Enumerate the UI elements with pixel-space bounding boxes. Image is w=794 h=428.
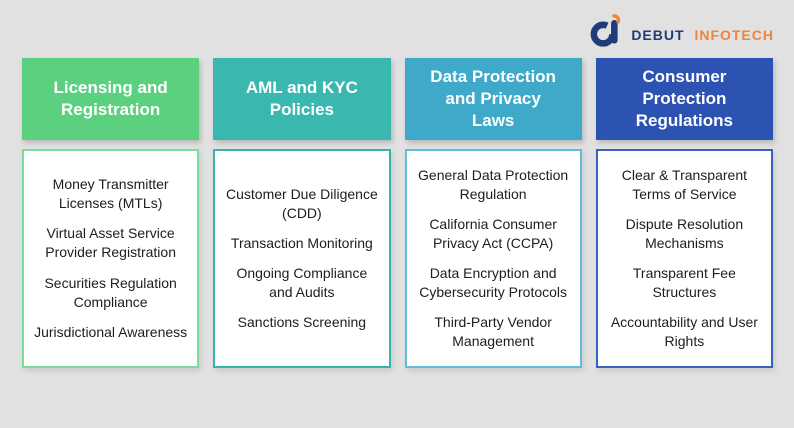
column-aml-and-kyc-policies: AML and KYC Policies Customer Due Dilige… [213, 58, 391, 368]
list-item: Data Encryption and Cybersecurity Protoc… [419, 265, 568, 301]
list-item: Money Transmitter Licenses (MTLs) [52, 176, 169, 212]
column-header: AML and KYC Policies [213, 58, 391, 140]
list-item: Transaction Monitoring [230, 234, 373, 251]
list-item: Accountability and User Rights [610, 314, 758, 350]
column-header: Consumer Protection Regulations [595, 58, 773, 140]
list-item: Securities Regulation Compliance [44, 274, 177, 310]
column-header: Data Protection and Privacy Laws [404, 58, 582, 140]
column-title: AML and KYC Policies [245, 78, 358, 119]
column-card: Money Transmitter Licenses (MTLs) Virtua… [22, 149, 200, 368]
list-item: Ongoing Compliance and Audits [236, 265, 368, 301]
column-card: General Data Protection Regulation Calif… [404, 149, 582, 368]
column-licensing-and-registration: Licensing and Registration Money Transmi… [22, 58, 200, 368]
list-item: Jurisdictional Awareness [34, 323, 188, 340]
list-item: Sanctions Screening [237, 314, 367, 331]
column-card: Clear & Transparent Terms of Service Dis… [595, 149, 773, 368]
logo-word-infotech: INFOTECH [694, 27, 774, 43]
list-item: Customer Due Diligence (CDD) [226, 185, 378, 221]
column-header: Licensing and Registration [22, 58, 200, 140]
list-item: General Data Protection Regulation [418, 166, 569, 202]
list-item: Third-Party Vendor Management [434, 314, 552, 350]
debut-infotech-logo: DEBUT INFOTECH [590, 13, 774, 49]
list-item: Dispute Resolution Mechanisms [625, 215, 744, 251]
column-title: Consumer Protection Regulations [635, 67, 734, 130]
column-data-protection-and-privacy-laws: Data Protection and Privacy Laws General… [404, 58, 582, 368]
column-title: Licensing and Registration [53, 78, 168, 119]
column-card: Customer Due Diligence (CDD) Transaction… [213, 149, 391, 368]
logo-word-debut: DEBUT [631, 27, 685, 43]
debut-infotech-logo-icon [590, 14, 621, 47]
list-item: Virtual Asset Service Provider Registrat… [45, 225, 176, 261]
columns-grid: Licensing and Registration Money Transmi… [22, 58, 773, 368]
list-item: Clear & Transparent Terms of Service [621, 166, 748, 202]
column-consumer-protection-regulations: Consumer Protection Regulations Clear & … [595, 58, 773, 368]
list-item: Transparent Fee Structures [632, 265, 736, 301]
logo-wordmark: DEBUT INFOTECH [631, 19, 774, 43]
list-item: California Consumer Privacy Act (CCPA) [429, 215, 557, 251]
column-title: Data Protection and Privacy Laws [430, 67, 556, 130]
